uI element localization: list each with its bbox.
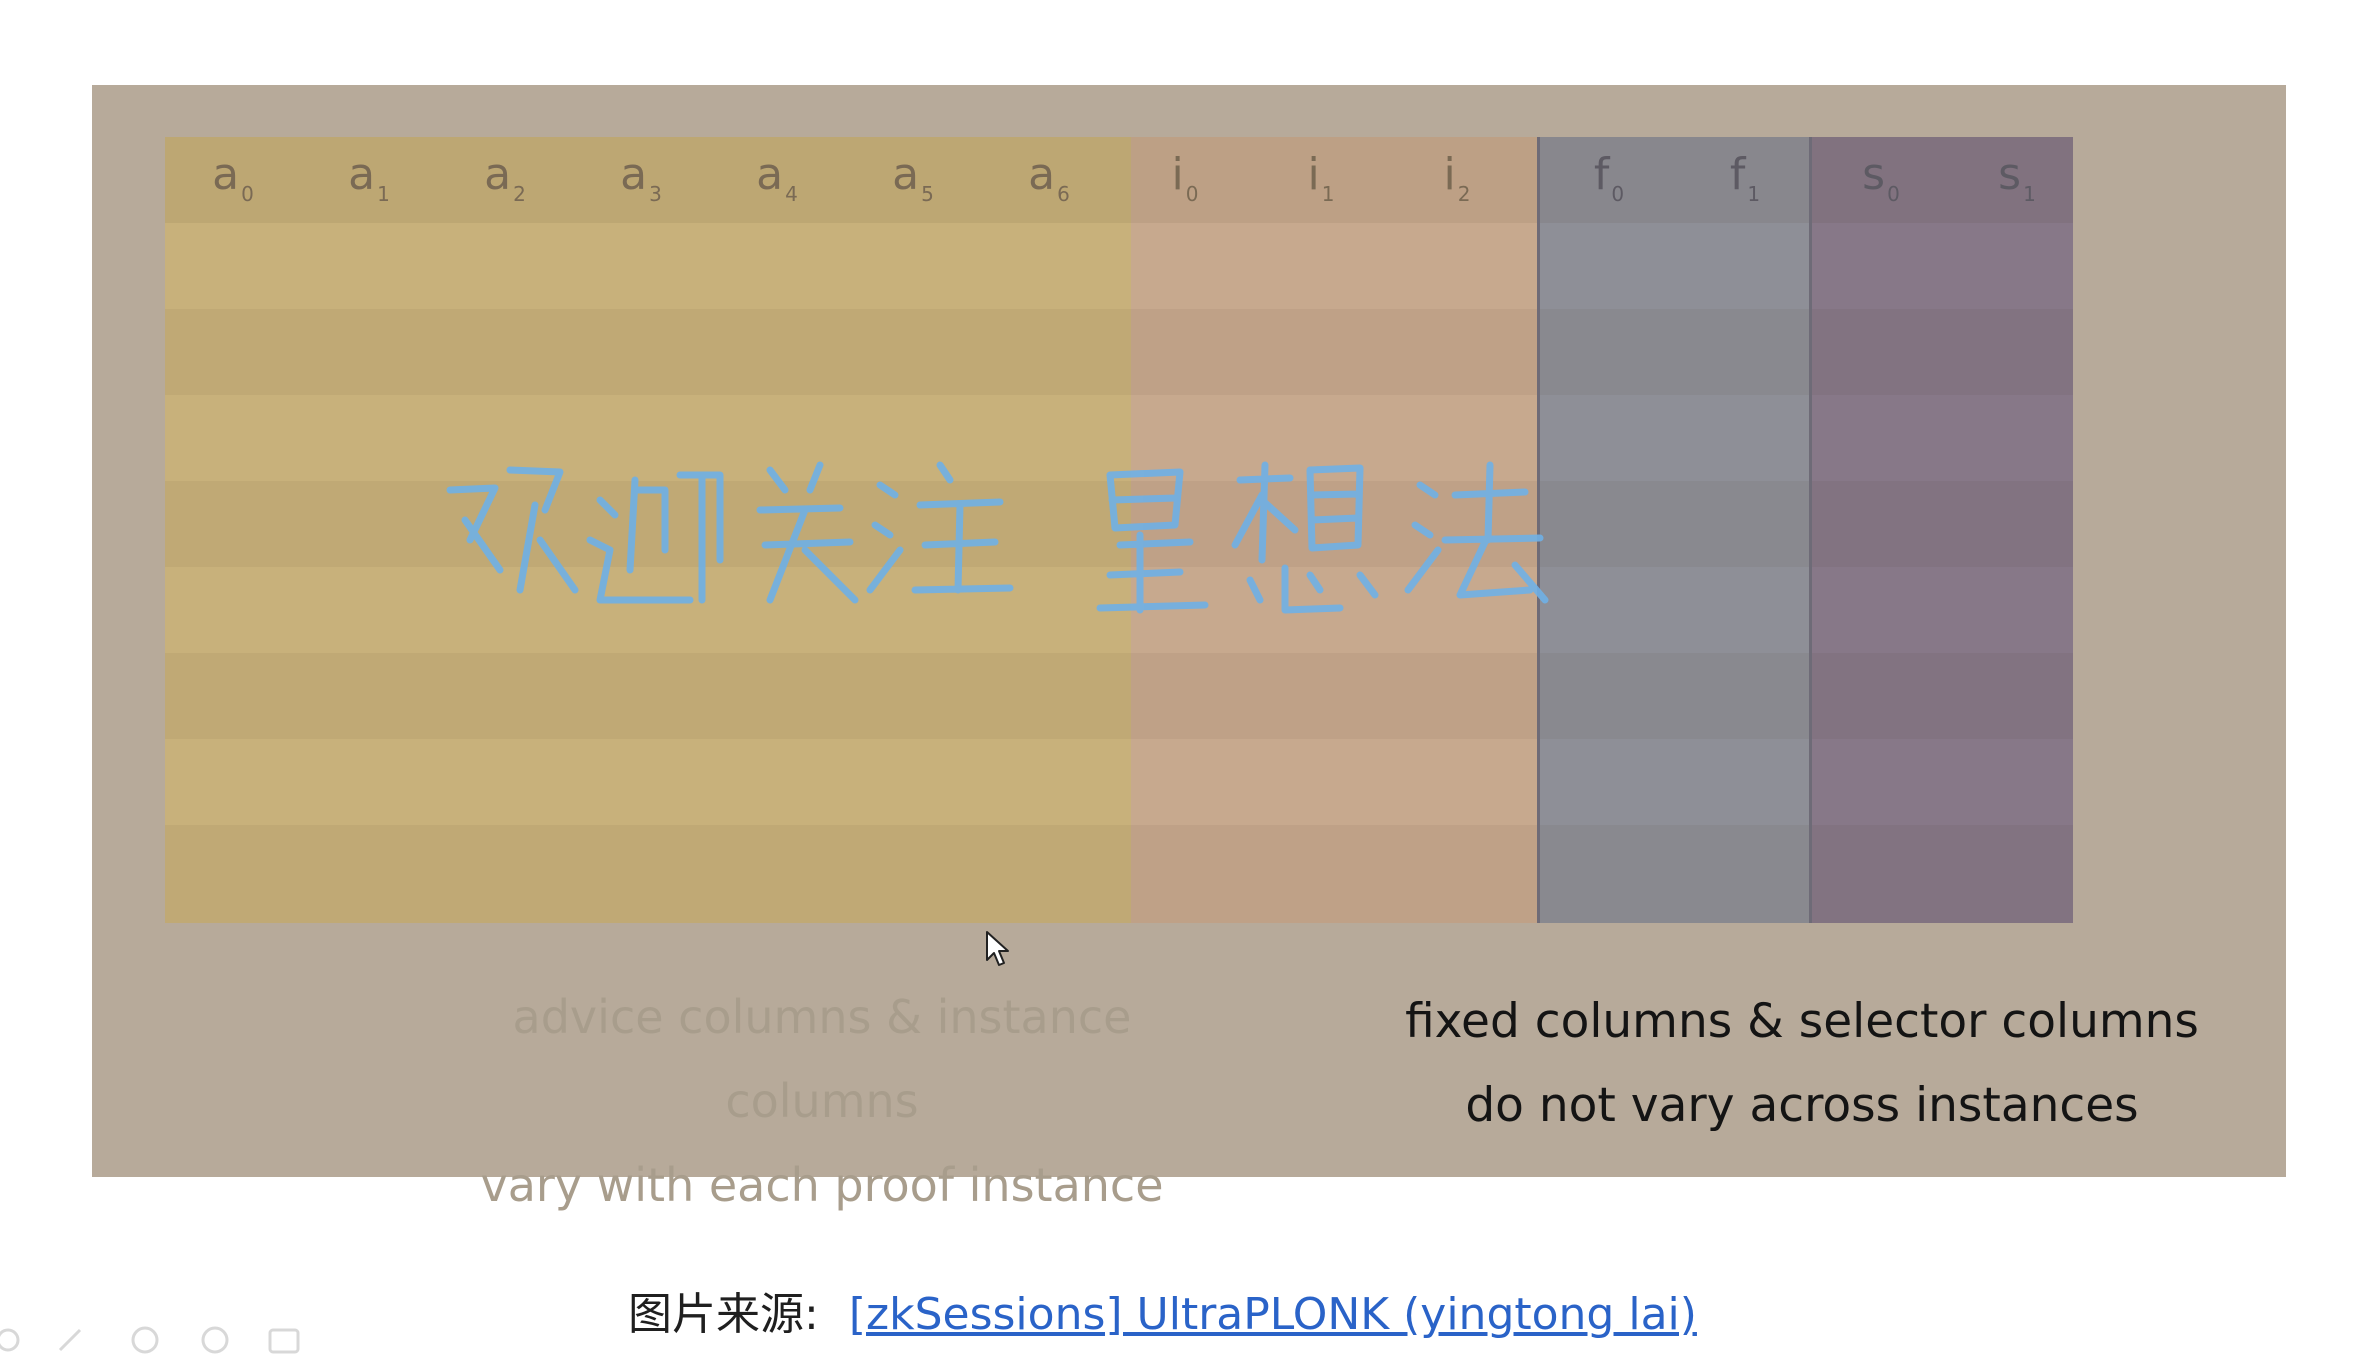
- mouse-cursor-icon: [986, 931, 1009, 966]
- caption-line: fixed columns & selector columns: [1405, 994, 2199, 1049]
- fixed-columns-block: [1539, 137, 1811, 923]
- fixed-selector-caption: fixed columns & selector columns do not …: [1342, 980, 2262, 1148]
- source-label: 图片来源:: [628, 1289, 819, 1340]
- image-source-line: 图片来源: [zkSessions] UltraPLONK (yingtong …: [628, 1278, 1697, 1342]
- caption-line: advice columns & instance columns: [512, 990, 1132, 1128]
- column-divider: [1537, 137, 1540, 923]
- source-link[interactable]: [zkSessions] UltraPLONK (yingtong lai): [848, 1289, 1697, 1340]
- advice-columns-block: [165, 137, 1131, 923]
- advice-instance-caption: advice columns & instance columns vary w…: [472, 975, 1172, 1227]
- column-divider: [1809, 137, 1812, 923]
- caption-line: vary with each proof instance: [480, 1158, 1164, 1212]
- selector-columns-block: [1811, 137, 2073, 923]
- caption-line: do not vary across instances: [1465, 1078, 2139, 1133]
- faded-toolbar: [0, 1326, 300, 1354]
- handwritten-watermark: [446, 461, 1549, 614]
- instance-columns-block: [1131, 137, 1539, 923]
